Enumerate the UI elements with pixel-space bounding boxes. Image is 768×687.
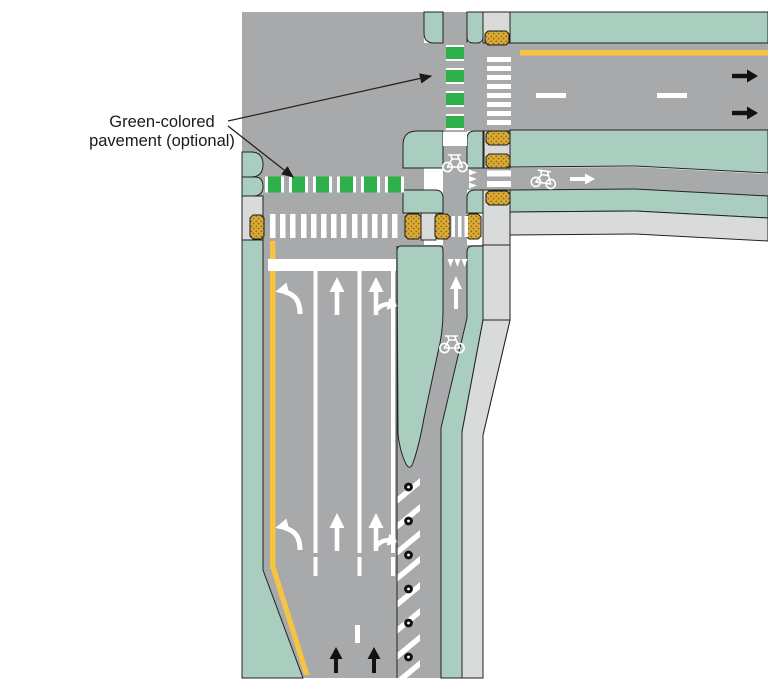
flex-post	[404, 584, 413, 594]
dome-ramp-band-east	[434, 213, 451, 240]
yield-triangle	[469, 176, 477, 182]
flex-posts	[404, 482, 413, 662]
eastbound-bike-lane-markings	[469, 168, 595, 190]
bike-lane-arrow-up	[450, 276, 462, 309]
lane-dash	[657, 93, 687, 98]
annotation-text-line2: pavement (optional)	[89, 132, 235, 150]
straight-or-right-arrow	[368, 277, 399, 315]
annotation-text-line1: Green-colored	[109, 113, 214, 131]
median-strip-east	[509, 129, 768, 174]
south-sidewalk-band	[509, 210, 768, 242]
left-turn-arrow	[275, 518, 303, 551]
north-verge-middle-piece	[466, 11, 484, 44]
lane-line-dash	[313, 557, 318, 576]
lane-line-dash	[355, 625, 360, 643]
sidewalks	[241, 11, 768, 679]
yield-triangle	[469, 182, 477, 189]
yellow-edge-line	[270, 241, 276, 569]
leader-line	[227, 73, 433, 122]
yield-triangle	[454, 259, 461, 267]
north-bike-crossing-green-dashes	[446, 45, 464, 130]
north-crosswalk	[487, 57, 511, 125]
dome-ramp-south-column	[485, 190, 511, 206]
dome-ramp-median-top	[485, 130, 511, 146]
west-bike-crossing-green-dashes	[265, 176, 404, 193]
stop-bar	[268, 259, 396, 271]
yield-triangle	[461, 259, 468, 267]
dome-ramp-band-far-east	[465, 213, 482, 240]
lane-line	[313, 271, 318, 553]
dome-ramp-west	[249, 214, 265, 240]
flex-post	[404, 652, 413, 662]
bike-lane-crosswalk-bars	[451, 216, 468, 237]
straight-arrow	[329, 277, 345, 315]
curb-lines	[396, 12, 468, 678]
straight-or-right-arrow	[368, 513, 399, 551]
median-island-east	[466, 130, 484, 169]
crosswalk-bar	[487, 170, 511, 177]
corner-island-se	[466, 189, 484, 214]
bike-lane-arrow	[570, 173, 595, 185]
northbound-approach-markings	[268, 241, 399, 675]
west-curb-bump-lower	[241, 176, 264, 197]
north-verge-east-piece	[509, 11, 768, 44]
flex-post	[404, 550, 413, 560]
northbound-travel-arrow	[367, 647, 381, 673]
eastbound-travel-arrow	[732, 106, 758, 120]
west-crosswalk	[270, 214, 398, 238]
teardrop-island	[396, 245, 444, 468]
vertical-bike-lane-markings	[439, 259, 468, 354]
straight-arrow	[329, 513, 345, 551]
eastbound-travel-arrow	[732, 69, 758, 83]
crossing-refuge-cut	[420, 212, 437, 241]
dome-ramp-band-west	[404, 213, 422, 240]
curb-ramps	[249, 30, 511, 240]
flex-post	[404, 482, 413, 492]
crosswalk-bar	[487, 181, 511, 187]
top-street-markings	[442, 45, 768, 173]
annotation-green-pavement: Green-colored pavement (optional)	[89, 73, 433, 178]
west-curb-bump-upper	[241, 151, 264, 178]
north-verge-west-piece	[423, 11, 444, 44]
lane-line-dash	[357, 557, 362, 576]
median-crossing-bar	[443, 132, 467, 146]
median-island-west	[402, 130, 444, 169]
dome-ramp-north	[484, 30, 510, 46]
yellow-center-line	[520, 50, 768, 56]
edge-line	[391, 271, 395, 553]
flex-post	[404, 618, 413, 628]
yellow-edge-line-taper	[270, 566, 310, 675]
edge-line-dash	[391, 557, 395, 576]
yield-triangle	[469, 169, 477, 176]
yield-triangle	[447, 259, 454, 267]
lane-line	[357, 271, 362, 553]
flex-post	[404, 516, 413, 526]
northbound-travel-arrow	[329, 647, 343, 673]
leader-line	[227, 125, 295, 178]
left-turn-arrow	[275, 282, 303, 315]
lane-dash	[536, 93, 566, 98]
east-sidewalk-lower	[461, 319, 511, 679]
dome-ramp-median-bottom	[485, 153, 511, 169]
corner-island-sw	[402, 189, 444, 214]
